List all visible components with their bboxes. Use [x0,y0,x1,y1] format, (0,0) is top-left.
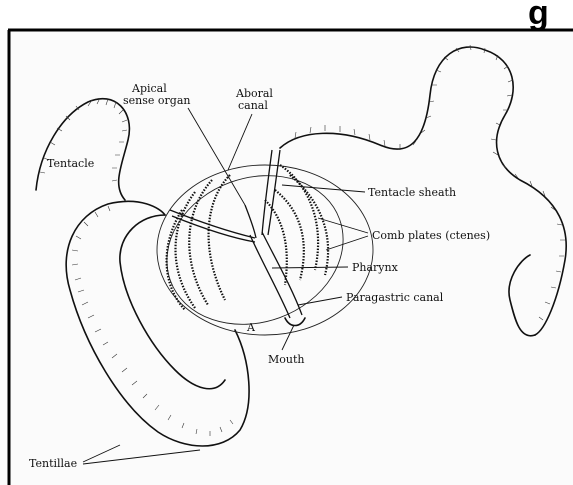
left-tentacle-loop [36,99,129,200]
aboral-canal-line [245,205,256,238]
leader-tentacle-sheath [282,185,365,192]
leader-comb-b [326,236,368,250]
leader-mouth [282,325,294,350]
leader-tentillae-a [83,445,120,462]
header-band [0,0,573,30]
body-inner-outline [146,152,364,349]
comb-row-6 [290,175,328,275]
label-tentacle-sheath: Tentacle sheath [368,186,456,199]
label-paragastric-canal: Paragastric canal [346,291,444,304]
label-tentillae: Tentillae [29,457,77,470]
leader-tentillae-b [83,450,200,464]
label-a-marker: A [246,321,256,334]
label-apical-line2: sense organ [123,94,190,107]
comb-row-1 [209,175,230,300]
leader-paragastric [298,297,342,305]
right-tentacle-lower [509,255,535,336]
lower-tentacle-inner [120,215,225,389]
label-comb-plates: Comb plates (ctenes) [372,229,490,242]
comb-row-3 [175,192,195,308]
transverse-canal-2 [172,216,255,242]
label-pharynx: Pharynx [352,261,399,274]
label-aboral-line2: canal [238,99,268,112]
label-tentacle: Tentacle [47,157,94,170]
header-fragment-text: g [528,0,549,32]
leader-aboral [228,114,252,170]
lower-tentacle-hatching [72,206,233,436]
label-mouth: Mouth [268,353,304,366]
mouth-lip [285,318,305,326]
leader-apical [188,108,245,205]
